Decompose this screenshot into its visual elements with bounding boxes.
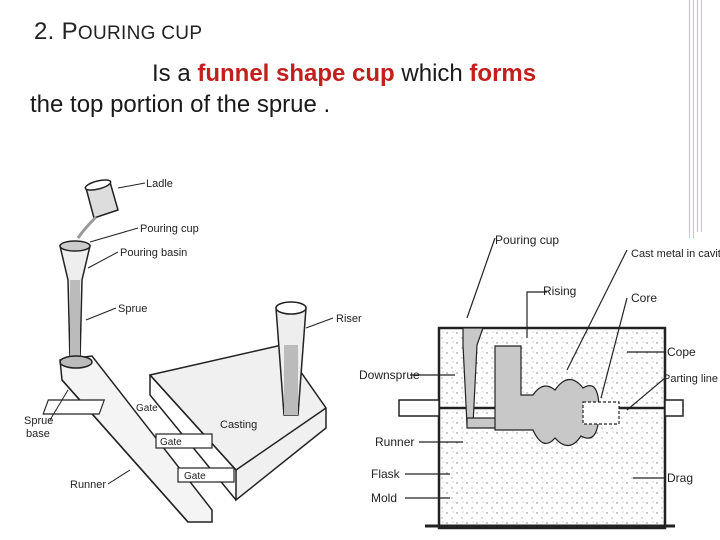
slide-heading: 2. POURING CUP [34, 18, 202, 46]
text-line-2: the top portion of the sprue . [30, 91, 331, 118]
label-parting-line: Parting line [663, 373, 718, 385]
label-mold: Mold [371, 491, 397, 505]
label-ladle: Ladle [146, 178, 173, 190]
label-runner-right: Runner [375, 435, 414, 449]
sprue-shape [59, 240, 91, 361]
label-sprue-base-1: Sprue [24, 415, 53, 427]
label-runner: Runner [70, 479, 106, 491]
decorative-line [689, 0, 690, 238]
text-intro: Is a [152, 60, 198, 87]
label-sprue: Sprue [118, 303, 147, 315]
title-initial: P [61, 18, 78, 45]
decorative-line [693, 0, 694, 238]
title-rest: OURING CUP [77, 23, 203, 44]
definition-text: Is a funnel shape cup which forms the to… [30, 58, 620, 120]
cast-metal-shape [462, 327, 620, 447]
mold-section-diagram: Pouring cup Cast metal in cavity Rising … [359, 233, 720, 530]
decorative-line [697, 0, 698, 232]
label-gate-1: Gate [136, 403, 158, 414]
label-casting: Casting [220, 419, 257, 431]
gates-shape [42, 399, 235, 483]
label-cope: Cope [667, 345, 696, 359]
label-pouring-cup: Pouring cup [140, 223, 199, 235]
text-mid: which [394, 60, 470, 87]
highlight-forms: forms [469, 60, 537, 87]
label-sprue-base-2: base [26, 428, 50, 440]
label-downsprue: Downsprue [359, 368, 420, 382]
highlight-funnel-shape-cup: funnel shape cup [197, 60, 395, 87]
label-pouring-cup-right: Pouring cup [495, 233, 559, 247]
label-flask: Flask [371, 467, 401, 481]
label-cast-metal: Cast metal in cavity [631, 248, 720, 260]
label-core: Core [631, 291, 657, 305]
slide-number: 2. [34, 18, 55, 45]
label-drag: Drag [667, 471, 693, 485]
ladle-shape [76, 179, 119, 239]
riser-shape [275, 301, 307, 416]
label-riser: Riser [336, 313, 362, 325]
decorative-line [701, 0, 702, 232]
gating-system-diagram: Ladle Pouring cup Pouring basin Sprue Ri… [24, 178, 362, 523]
label-gate-2: Gate [160, 437, 182, 448]
label-rising: Rising [543, 284, 576, 298]
label-pouring-basin: Pouring basin [120, 247, 187, 259]
label-gate-3: Gate [184, 471, 206, 482]
